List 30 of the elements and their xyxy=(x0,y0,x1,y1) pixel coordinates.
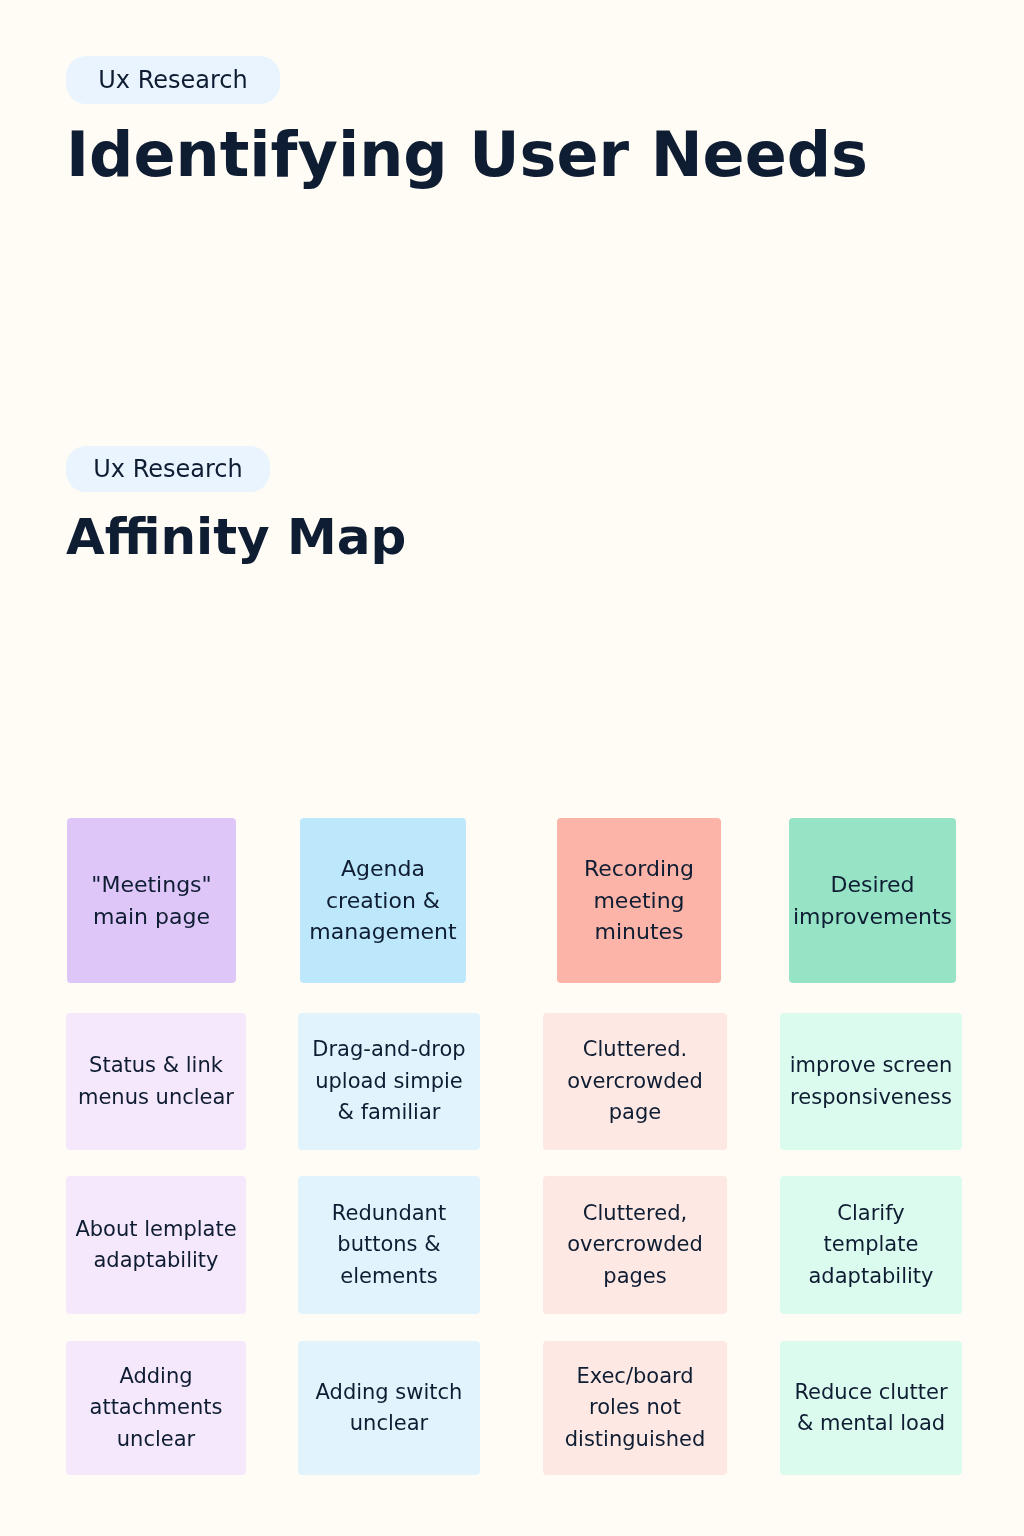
category-note xyxy=(789,818,956,983)
note-text: Desired improvements xyxy=(792,870,953,931)
note-text: Cluttered. overcrowded page xyxy=(566,1036,704,1127)
note-text: "Meetings" main page xyxy=(90,870,213,931)
sticky-note xyxy=(298,1341,480,1475)
tag-pill: Ux Research xyxy=(66,446,270,492)
category-note xyxy=(67,818,236,983)
category-note xyxy=(300,818,466,983)
note-text: Cluttered, overcrowded pages xyxy=(566,1199,704,1290)
note-text: improve screen responsiveness xyxy=(788,1052,954,1111)
note-text: About lemplate adaptability xyxy=(74,1215,238,1274)
sticky-note xyxy=(780,1013,962,1150)
note-text: Reduce clutter & mental load xyxy=(793,1378,949,1437)
sticky-note xyxy=(298,1013,480,1150)
note-text: Redundant buttons & elements xyxy=(330,1199,448,1290)
page-title: Identifying User Needs xyxy=(66,118,868,191)
category-note xyxy=(557,818,721,983)
note-text: Clarify template adaptability xyxy=(807,1199,935,1290)
sticky-note xyxy=(298,1176,480,1314)
section-heading: Affinity Map xyxy=(66,508,407,566)
sticky-note xyxy=(780,1341,962,1475)
note-text: Adding attachments unclear xyxy=(88,1362,224,1453)
note-text: Recording meeting minutes xyxy=(582,854,695,947)
tag-pill: Ux Research xyxy=(66,56,280,104)
note-text: Adding switch unclear xyxy=(314,1378,464,1437)
note-text: Agenda creation & management xyxy=(308,854,458,947)
note-text: Exec/board roles not distinguished xyxy=(563,1362,707,1453)
sticky-note xyxy=(780,1176,962,1314)
note-text: Drag-and-drop upload simpie & familiar xyxy=(311,1036,467,1127)
note-text: Status & link menus unclear xyxy=(76,1052,235,1111)
